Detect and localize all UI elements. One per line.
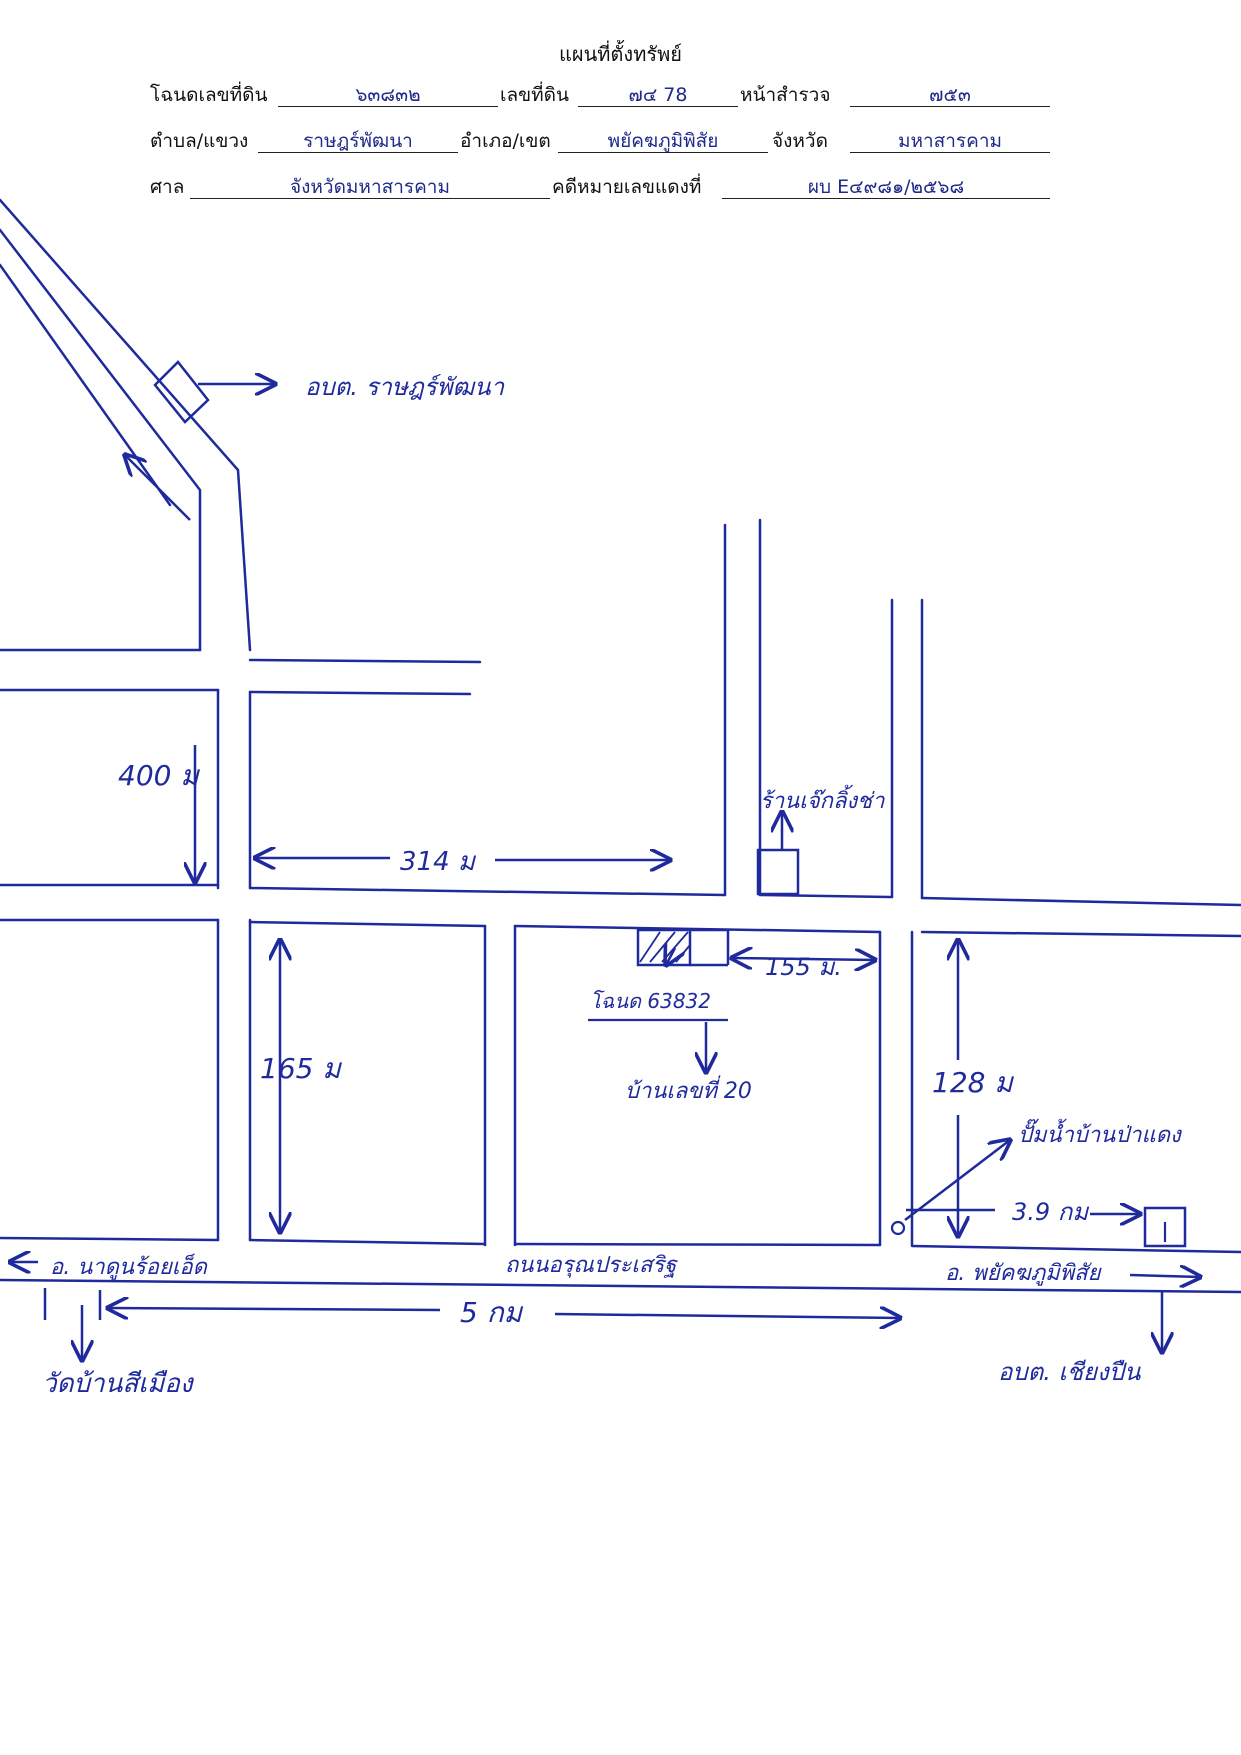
middle-road-top-far	[920, 896, 1241, 907]
district-label: อำเภอ/เขต	[460, 130, 551, 152]
dist-155-label: 155 ม.	[765, 953, 842, 981]
sao-ratpattana-label: อบต. ราษฎร์พัฒนา	[305, 373, 506, 401]
temple-label: วัดบ้านสีเมือง	[42, 1369, 195, 1399]
deed-value: ๖๓๘๓๒	[355, 84, 421, 106]
road-lines	[0, 198, 1241, 1294]
dist-155-arrow	[732, 958, 875, 960]
diagonal-road-inner-edge	[0, 263, 172, 507]
survey-value: ๗๕๓	[929, 84, 971, 106]
province-label: จังหวัด	[772, 130, 828, 152]
survey-label: หน้าสำรวจ	[740, 84, 831, 106]
property-plot	[636, 928, 730, 965]
middle-road-top-mid	[248, 886, 727, 897]
province-value: มหาสารคาม	[897, 130, 1003, 152]
dist-400-label: 400 ม	[118, 759, 200, 792]
diagonal-direction-arrow	[125, 455, 191, 521]
to-right-arrow	[1129, 1275, 1200, 1277]
middle-road-bottom-far	[920, 930, 1241, 938]
sao-ratpattana-building	[153, 360, 210, 424]
district-value: พยัคฆภูมิพิสัย	[607, 130, 719, 152]
to-right-label: อ. พยัคฆภูมิพิสัย	[945, 1261, 1103, 1286]
middle-road-bottom-mid	[248, 920, 487, 928]
court-value: จังหวัดมหาสารคาม	[289, 176, 451, 198]
diagonal-road-left-edge	[0, 228, 202, 652]
land-no-field: ๗๔ 78	[578, 80, 738, 107]
main-road-top-left	[0, 1236, 220, 1242]
shop-label: ร้านเจ๊กลิ้งช่า	[760, 784, 885, 814]
shop-building	[756, 848, 800, 896]
plot-pointer-arrow	[666, 948, 675, 965]
dist-39km-label: 3.9 กม	[1012, 1198, 1089, 1226]
diagonal-road-right-edge	[0, 198, 252, 652]
dist-128-label: 128 ม	[932, 1066, 1014, 1099]
main-road-bottom	[0, 1278, 1241, 1294]
main-road-top-far	[910, 1244, 1241, 1254]
case-label: คดีหมายเลขแดงที่	[552, 176, 702, 198]
sao-ratpattana-marker	[153, 360, 275, 424]
deed-field: ๖๓๘๓๒	[278, 80, 498, 107]
case-value: ผบ E๔๙๘๑/๒๕๖๘	[807, 176, 965, 198]
header-row-location: ตำบล/แขวง ราษฎร์พัฒนา อำเภอ/เขต พยัคฆภูม…	[150, 126, 1050, 156]
to-left-label: อ. นาดูนร้อยเอ็ด	[50, 1253, 209, 1280]
dist-5km-arrow-right	[554, 1314, 900, 1318]
land-no-value: ๗๔ 78	[628, 84, 688, 106]
land-no-label: เลขที่ดิน	[500, 84, 569, 106]
deed-plot-label: โฉนด 63832	[590, 989, 711, 1013]
road-name-label: ถนนอรุณประเสริฐ	[505, 1253, 678, 1278]
pump-station-point	[890, 1220, 906, 1236]
house-no-label: บ้านเลขที่ 20	[625, 1075, 752, 1104]
court-label: ศาล	[150, 176, 185, 198]
document-title: แผนที่ตั้งทรัพย์	[558, 42, 683, 66]
header-row-court: ศาล จังหวัดมหาสารคาม คดีหมายเลขแดงที่ ผบ…	[150, 172, 1050, 202]
header-row-deed: โฉนดเลขที่ดิน ๖๓๘๓๒ เลขที่ดิน ๗๔ 78 หน้า…	[150, 80, 1050, 110]
shop-marker	[756, 812, 800, 896]
court-field: จังหวัดมหาสารคาม	[190, 172, 550, 199]
case-field: ผบ E๔๙๘๑/๒๕๖๘	[722, 172, 1050, 199]
dist-165-label: 165 ม	[260, 1052, 342, 1085]
dist-5km-label: 5 กม	[460, 1296, 524, 1329]
document-header: แผนที่ตั้งทรัพย์ โฉนดเลขที่ดิน ๖๓๘๓๒ เลข…	[0, 0, 1241, 200]
subdistrict-value: ราษฎร์พัฒนา	[303, 130, 413, 152]
province-field: มหาสารคาม	[850, 126, 1050, 153]
deed-label: โฉนดเลขที่ดิน	[150, 84, 268, 106]
plot-hatching	[639, 931, 691, 963]
pump-station-label: ปั๊มน้ำบ้านป่าแดง	[1018, 1118, 1183, 1148]
subdistrict-label: ตำบล/แขวง	[150, 130, 249, 152]
survey-field: ๗๕๓	[850, 80, 1050, 107]
dist-5km-arrow-left	[108, 1308, 441, 1310]
pump-station-pointer	[904, 1140, 1010, 1221]
district-field: พยัคฆภูมิพิสัย	[558, 126, 768, 153]
sao-chiang-label: อบต. เชียงปืน	[998, 1358, 1141, 1386]
subdistrict-field: ราษฎร์พัฒนา	[258, 126, 458, 153]
pump-station-building	[1143, 1206, 1187, 1248]
upper-road-bottom-right	[248, 690, 472, 696]
upper-road-top-right	[248, 658, 482, 664]
dist-314-label: 314 ม	[400, 847, 477, 877]
main-road-top-mid	[248, 1238, 487, 1246]
main-road-top-right	[513, 1242, 882, 1247]
middle-road-top-right	[758, 893, 894, 899]
